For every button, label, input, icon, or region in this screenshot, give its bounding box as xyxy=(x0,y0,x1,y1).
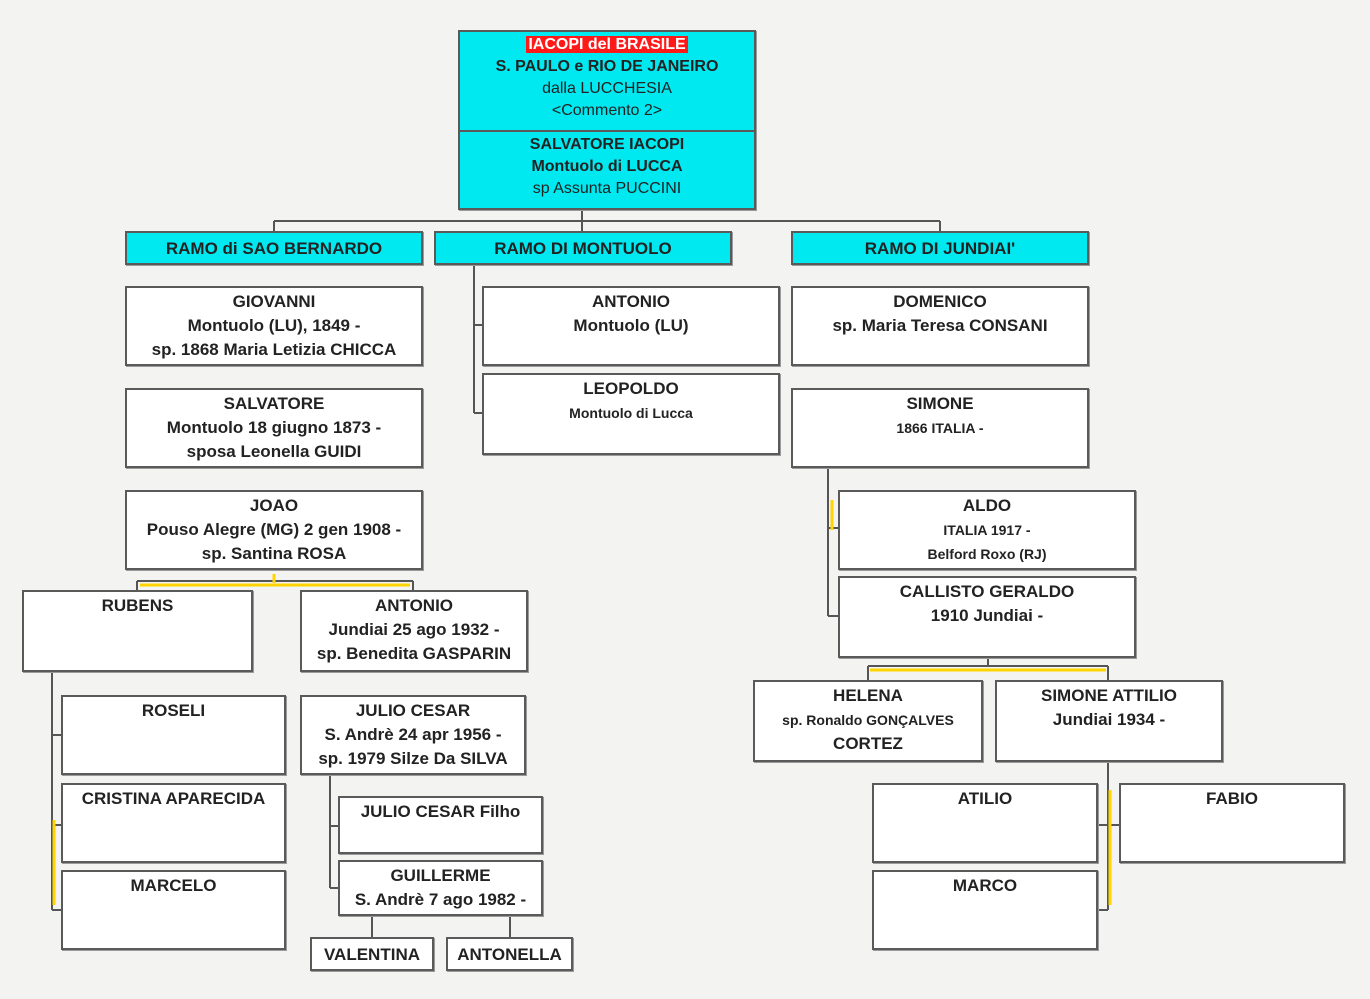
marco-name: MARCO xyxy=(952,876,1018,895)
branch-jundiai-label: RAMO DI JUNDIAI' xyxy=(864,239,1016,258)
antonio-montuolo-place: Montuolo (LU) xyxy=(573,316,689,335)
atilio-name: ATILIO xyxy=(957,789,1013,808)
helena-spouse: sp. Ronaldo GONÇALVES xyxy=(782,712,954,728)
person-antonio-montuolo: ANTONIO Montuolo (LU) xyxy=(482,286,780,366)
salvatore-spouse: sposa Leonella GUIDI xyxy=(186,442,362,461)
person-julio-cesar-filho: JULIO CESAR Filho xyxy=(338,796,543,854)
root-line-2: S. PAULO e RIO DE JANEIRO xyxy=(495,58,719,75)
salvatore-iacopi-place: Montuolo di LUCCA xyxy=(531,158,683,175)
person-salvatore: SALVATORE Montuolo 18 giugno 1873 - spos… xyxy=(125,388,423,468)
salvatore-birth: Montuolo 18 giugno 1873 - xyxy=(166,418,382,437)
person-aldo: ALDO ITALIA 1917 - Belford Roxo (RJ) xyxy=(838,490,1136,570)
giovanni-birth: Montuolo (LU), 1849 - xyxy=(187,316,361,335)
person-simone: SIMONE 1866 ITALIA - xyxy=(791,388,1089,468)
leopoldo-name: LEOPOLDO xyxy=(583,379,679,398)
helena-name: HELENA xyxy=(833,686,903,705)
person-cristina: CRISTINA APARECIDA xyxy=(61,783,286,863)
aldo-birth: ITALIA 1917 - xyxy=(943,522,1031,538)
domenico-spouse: sp. Maria Teresa CONSANI xyxy=(832,316,1048,335)
person-joao: JOAO Pouso Alegre (MG) 2 gen 1908 - sp. … xyxy=(125,490,423,570)
rubens-name: RUBENS xyxy=(101,596,174,615)
person-domenico: DOMENICO sp. Maria Teresa CONSANI xyxy=(791,286,1089,366)
branch-montuolo-label: RAMO DI MONTUOLO xyxy=(494,239,672,258)
helena-spouse-surname: CORTEZ xyxy=(833,734,903,753)
leopoldo-place: Montuolo di Lucca xyxy=(569,405,693,421)
roseli-name: ROSELI xyxy=(141,701,206,720)
person-callisto: CALLISTO GERALDO 1910 Jundiai - xyxy=(838,576,1136,658)
branch-sao-bernardo-label: RAMO di SAO BERNARDO xyxy=(165,239,383,258)
antonella-name: ANTONELLA xyxy=(457,945,562,964)
salvatore-iacopi-name: SALVATORE IACOPI xyxy=(529,136,685,153)
salvatore-iacopi-spouse: sp Assunta PUCCINI xyxy=(532,180,682,197)
person-guillerme: GUILLERME S. Andrè 7 ago 1982 - xyxy=(338,860,543,916)
simone-name: SIMONE xyxy=(906,394,974,413)
julio-cesar-filho-name: JULIO CESAR Filho xyxy=(360,802,521,821)
person-marco: MARCO xyxy=(872,870,1098,950)
salvatore-iacopi-box: SALVATORE IACOPI Montuolo di LUCCA sp As… xyxy=(458,130,756,210)
person-atilio: ATILIO xyxy=(872,783,1098,863)
fabio-name: FABIO xyxy=(1206,789,1258,808)
julio-cesar-name: JULIO CESAR xyxy=(355,701,471,720)
joao-name: JOAO xyxy=(249,496,299,515)
simone-birth: 1866 ITALIA - xyxy=(896,420,984,436)
root-title-box: IACOPI del BRASILE S. PAULO e RIO DE JAN… xyxy=(458,30,756,132)
person-leopoldo: LEOPOLDO Montuolo di Lucca xyxy=(482,373,780,455)
branch-sao-bernardo: RAMO di SAO BERNARDO xyxy=(125,231,423,265)
aldo-name: ALDO xyxy=(962,496,1012,515)
marcelo-name: MARCELO xyxy=(130,876,217,895)
person-julio-cesar: JULIO CESAR S. Andrè 24 apr 1956 - sp. 1… xyxy=(300,695,526,775)
branch-jundiai: RAMO DI JUNDIAI' xyxy=(791,231,1089,265)
person-simone-attilio: SIMONE ATTILIO Jundiai 1934 - xyxy=(995,680,1223,762)
root-line-3: dalla LUCCHESIA xyxy=(542,80,672,97)
giovanni-spouse: sp. 1868 Maria Letizia CHICCA xyxy=(151,340,397,359)
person-rubens: RUBENS xyxy=(22,590,253,672)
simone-attilio-name: SIMONE ATTILIO xyxy=(1041,686,1177,705)
joao-birth: Pouso Alegre (MG) 2 gen 1908 - xyxy=(146,520,402,539)
root-title: IACOPI del BRASILE xyxy=(526,36,688,53)
guillerme-name: GUILLERME xyxy=(390,866,491,885)
person-fabio: FABIO xyxy=(1119,783,1345,863)
joao-spouse: sp. Santina ROSA xyxy=(201,544,347,563)
salvatore-name: SALVATORE xyxy=(223,394,325,413)
person-giovanni: GIOVANNI Montuolo (LU), 1849 - sp. 1868 … xyxy=(125,286,423,366)
julio-cesar-spouse: sp. 1979 Silze Da SILVA xyxy=(318,749,508,768)
domenico-name: DOMENICO xyxy=(893,292,987,311)
julio-cesar-birth: S. Andrè 24 apr 1956 - xyxy=(324,725,502,744)
person-antonella: ANTONELLA xyxy=(446,937,573,971)
person-helena: HELENA sp. Ronaldo GONÇALVES CORTEZ xyxy=(753,680,983,762)
cristina-name: CRISTINA APARECIDA xyxy=(81,789,266,808)
person-roseli: ROSELI xyxy=(61,695,286,775)
person-valentina: VALENTINA xyxy=(310,937,434,971)
callisto-name: CALLISTO GERALDO xyxy=(899,582,1075,601)
aldo-place: Belford Roxo (RJ) xyxy=(927,546,1047,562)
guillerme-birth: S. Andrè 7 ago 1982 - xyxy=(354,890,527,909)
valentina-name: VALENTINA xyxy=(323,945,420,964)
person-marcelo: MARCELO xyxy=(61,870,286,950)
root-comment: <Commento 2> xyxy=(551,102,663,119)
giovanni-name: GIOVANNI xyxy=(232,292,316,311)
antonio-jundiai-birth: Jundiai 25 ago 1932 - xyxy=(328,620,500,639)
antonio-jundiai-name: ANTONIO xyxy=(374,596,454,615)
antonio-montuolo-name: ANTONIO xyxy=(591,292,671,311)
simone-attilio-birth: Jundiai 1934 - xyxy=(1052,710,1166,729)
callisto-birth: 1910 Jundiai - xyxy=(930,606,1044,625)
antonio-jundiai-spouse: sp. Benedita GASPARIN xyxy=(316,644,512,663)
branch-montuolo: RAMO DI MONTUOLO xyxy=(434,231,732,265)
person-antonio-jundiai: ANTONIO Jundiai 25 ago 1932 - sp. Benedi… xyxy=(300,590,528,672)
